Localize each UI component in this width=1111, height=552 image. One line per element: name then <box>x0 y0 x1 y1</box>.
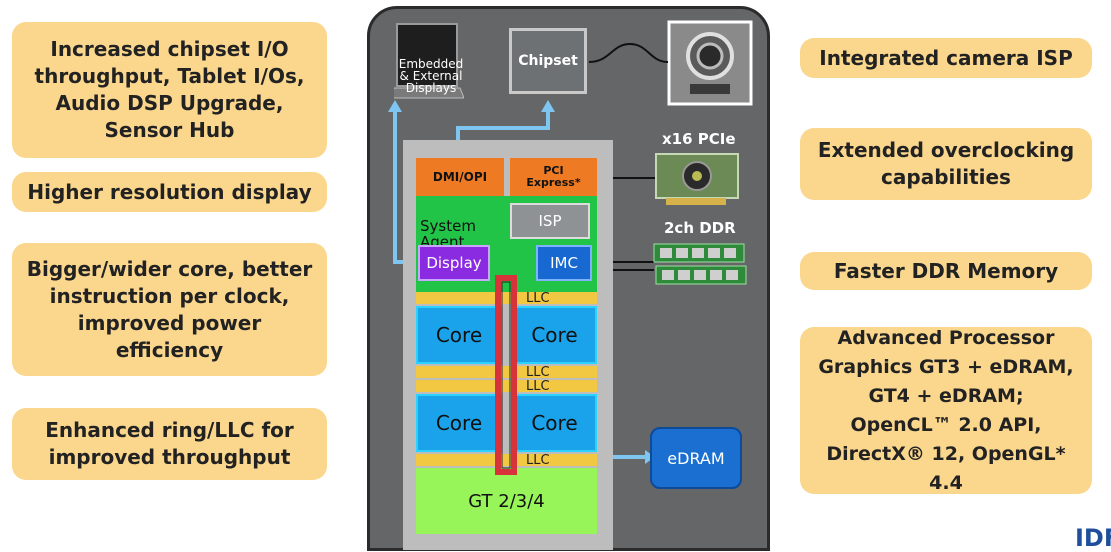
callout-enhanced-ring: Enhanced ring/LLC for improved throughpu… <box>12 408 327 480</box>
idf-logo: IDF <box>1075 524 1111 552</box>
dmi-opi-block: DMI/OPI <box>416 158 504 196</box>
ddr-label: 2ch DDR <box>664 219 736 237</box>
llc-band-3: LLC <box>416 379 597 394</box>
imc-block: IMC <box>536 245 592 281</box>
pcie-label: x16 PCIe <box>662 130 736 148</box>
llc-band-4: LLC <box>416 453 597 468</box>
core-block-1: Core <box>416 306 502 364</box>
laptop-icon <box>391 22 465 100</box>
edram-block: eDRAM <box>650 427 742 489</box>
display-block: Display <box>418 245 490 281</box>
gt-block: GT 2/3/4 <box>416 468 597 534</box>
llc-band-1: LLC <box>416 291 597 306</box>
core-block-2: Core <box>512 306 597 364</box>
callout-higher-resolution-display: Higher resolution display <box>12 172 327 212</box>
callout-camera-isp: Integrated camera ISP <box>800 38 1092 78</box>
callout-faster-ddr: Faster DDR Memory <box>800 252 1092 290</box>
pci-express-block: PCI Express* <box>510 158 597 196</box>
camera-icon <box>667 20 753 106</box>
chipset-camera-link <box>588 42 669 63</box>
callout-bigger-core: Bigger/wider core, better instruction pe… <box>12 243 327 376</box>
callout-processor-graphics: Advanced Processor Graphics GT3 + eDRAM,… <box>800 327 1092 494</box>
core-block-4: Core <box>512 394 597 452</box>
llc-band-2: LLC <box>416 365 597 380</box>
isp-block: ISP <box>510 203 590 239</box>
ddr-module-icon <box>652 242 748 290</box>
graphics-card-icon <box>654 152 740 207</box>
chipset-block: Chipset <box>509 28 587 94</box>
callout-overclocking: Extended overclocking capabilities <box>800 128 1092 200</box>
callout-chipset-io: Increased chipset I/O throughput, Tablet… <box>12 22 327 158</box>
embedded-displays-label: Embedded & External Displays <box>398 57 464 95</box>
core-block-3: Core <box>416 394 502 452</box>
